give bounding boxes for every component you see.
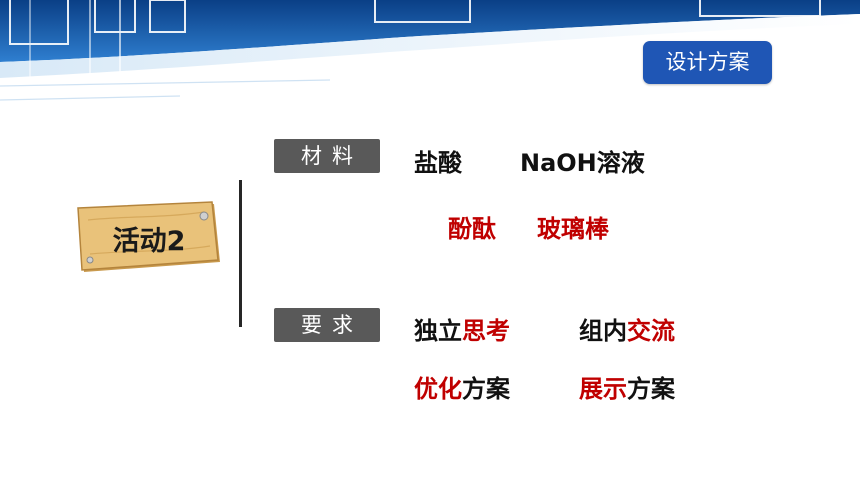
requirement-item: 优化方案 [414, 369, 510, 404]
requirement-suffix: 方案 [627, 375, 675, 403]
requirement-item: 独立思考 [414, 311, 510, 346]
requirement-prefix: 独立 [414, 317, 462, 345]
requirement-highlight: 优化 [414, 375, 462, 403]
requirement-item: 展示方案 [579, 369, 675, 404]
header-banner [0, 0, 860, 110]
material-item: 盐酸 [414, 149, 462, 177]
requirement-suffix: 方案 [462, 375, 510, 403]
requirement-prefix: 组内 [579, 317, 627, 345]
material-item: 玻璃棒 [537, 215, 609, 243]
material-item: 酚酞 [448, 215, 496, 243]
divider-line [239, 180, 242, 327]
requirement-item: 组内交流 [579, 311, 675, 346]
material-item: NaOH溶液 [520, 149, 645, 177]
materials-tag: 材料 [274, 139, 380, 173]
wooden-sign-icon [77, 201, 220, 272]
requirement-highlight: 交流 [627, 317, 675, 345]
design-plan-badge: 设计方案 [643, 41, 772, 84]
activity-label: 活动2 [112, 225, 186, 257]
requirement-highlight: 思考 [462, 317, 510, 345]
requirement-highlight: 展示 [579, 375, 627, 403]
requirements-tag: 要求 [274, 308, 380, 342]
